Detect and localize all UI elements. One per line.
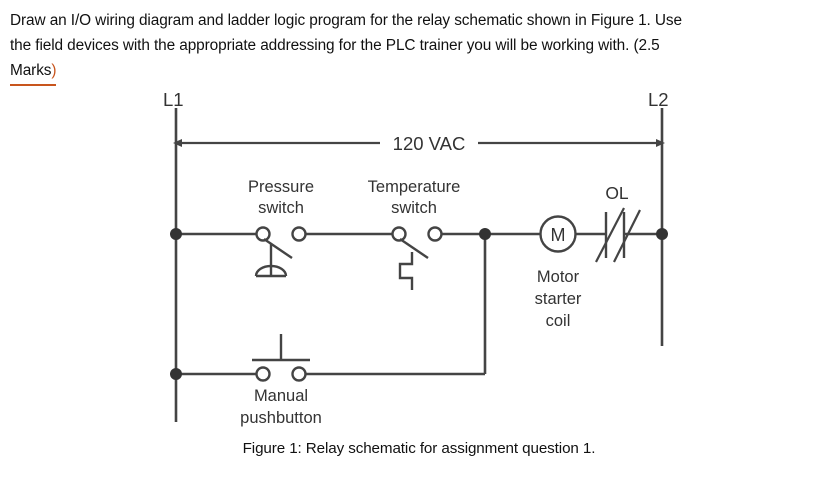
label-l1: L1 — [163, 89, 184, 110]
prompt-line-2: the field devices with the appropriate a… — [10, 37, 660, 54]
marks-underlined: Marks) — [10, 58, 57, 86]
junction-dot-l2 — [656, 228, 668, 240]
junction-dots — [170, 228, 668, 380]
overload-slash-left — [595, 207, 625, 263]
label-manual-pushbutton-line2: pushbutton — [240, 409, 322, 427]
schematic-svg: L1 L2 120 VAC Pressure switch Temperatur… — [163, 89, 669, 427]
temperature-switch-blade — [399, 238, 429, 259]
marks-paren: ) — [51, 62, 57, 79]
junction-dot-branch — [479, 228, 491, 240]
label-motor-starter-coil-line2: starter — [535, 290, 582, 308]
label-temperature-switch-line2: switch — [391, 199, 437, 217]
figure-caption: Figure 1: Relay schematic for assignment… — [242, 440, 596, 457]
label-manual-pushbutton-line1: Manual — [254, 387, 308, 405]
pressure-switch-left-terminal — [255, 226, 271, 242]
motor-starter-coil-circle — [539, 215, 577, 253]
marks-label: Marks — [10, 62, 52, 79]
label-motor-starter-coil-line1: Motor — [537, 268, 580, 286]
junction-dot-l1-top — [170, 228, 182, 240]
label-supply-voltage: 120 VAC — [393, 133, 466, 154]
question-prompt: Draw an I/O wiring diagram and ladder lo… — [10, 8, 828, 86]
label-pressure-switch-line2: switch — [258, 199, 304, 217]
temperature-switch-left-terminal — [391, 226, 407, 242]
label-motor-starter-coil-line3: coil — [546, 312, 571, 330]
temperature-switch-right-terminal — [427, 226, 443, 242]
pushbutton-right-terminal — [291, 366, 307, 382]
pushbutton-left-terminal — [255, 366, 271, 382]
relay-schematic-figure: L1 L2 120 VAC Pressure switch Temperatur… — [0, 86, 838, 446]
pressure-switch-right-terminal — [291, 226, 307, 242]
label-overload-ol: OL — [605, 183, 629, 203]
pressure-switch-blade — [263, 238, 293, 259]
label-coil-symbol-m: M — [551, 225, 566, 245]
label-l2: L2 — [648, 89, 669, 110]
pressure-switch-diaphragm-arc — [254, 264, 288, 277]
schematic-labels: L1 L2 120 VAC Pressure switch Temperatur… — [163, 89, 669, 427]
prompt-line-1: Draw an I/O wiring diagram and ladder lo… — [10, 12, 682, 29]
label-temperature-switch-line1: Temperature — [368, 178, 461, 196]
overload-slash-right — [613, 209, 641, 263]
junction-dot-l1-bottom — [170, 368, 182, 380]
label-pressure-switch-line1: Pressure — [248, 178, 314, 196]
temperature-switch-bimetal-element — [398, 252, 414, 290]
